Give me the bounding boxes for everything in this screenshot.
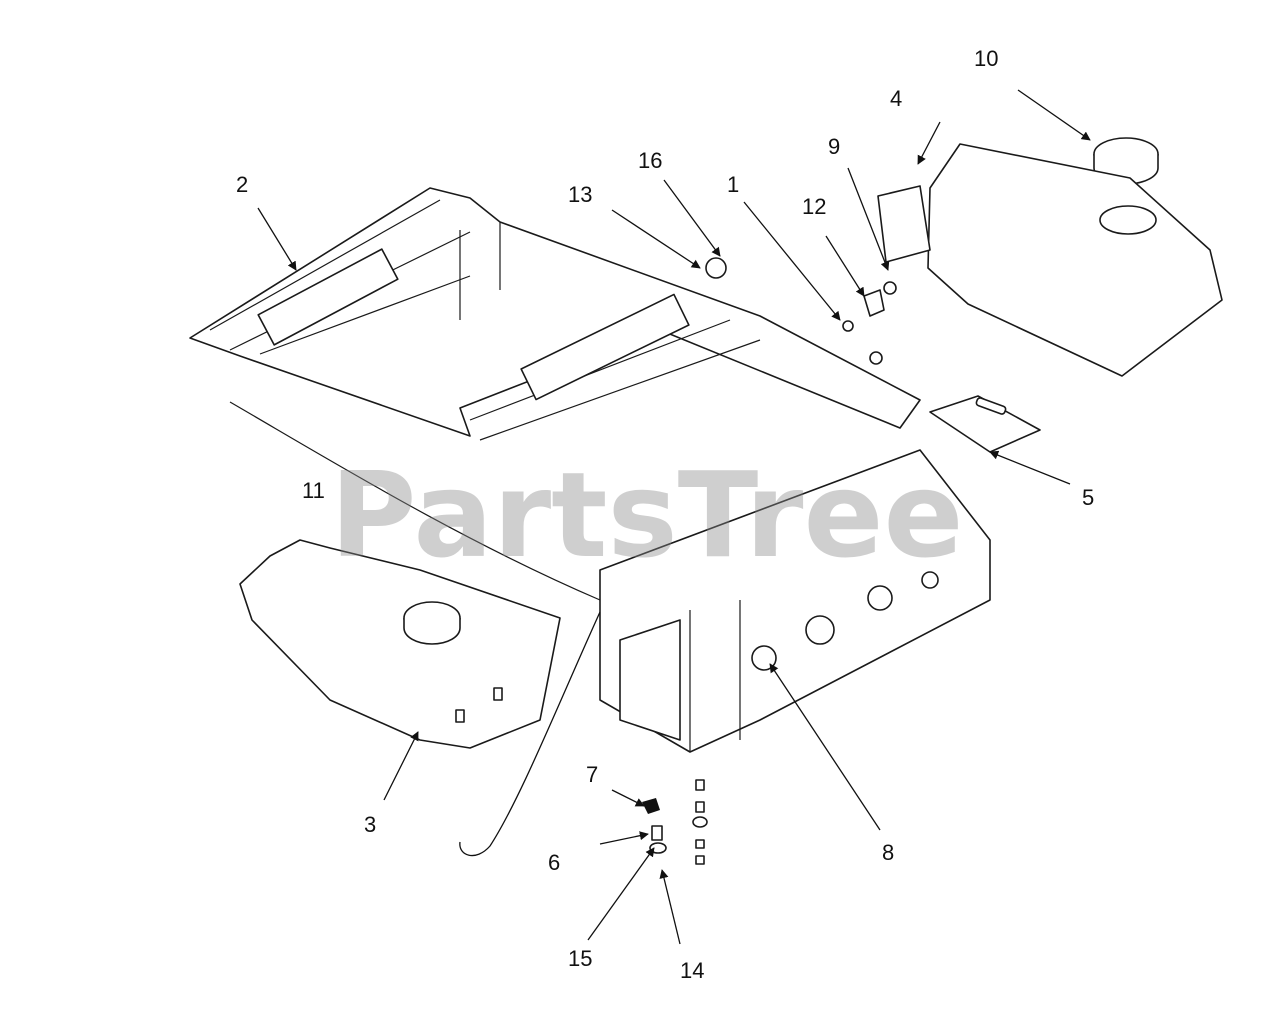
callout-7: 7 bbox=[586, 762, 598, 787]
main-frame-part bbox=[189, 187, 921, 441]
callout-9: 9 bbox=[828, 134, 840, 159]
callout-13: 13 bbox=[568, 182, 592, 207]
chassis-body-part bbox=[599, 449, 991, 753]
callout-14: 14 bbox=[680, 958, 704, 983]
callout-8: 8 bbox=[882, 840, 894, 865]
callout-6: 6 bbox=[548, 850, 560, 875]
callout-12: 12 bbox=[802, 194, 826, 219]
watermark-text: PartsTree bbox=[330, 446, 964, 584]
callout-1: 1 bbox=[727, 172, 739, 197]
callout-15: 15 bbox=[568, 946, 592, 971]
callout-4: 4 bbox=[890, 86, 902, 111]
callout-10: 10 bbox=[974, 46, 998, 71]
right-fuel-tank-part bbox=[877, 143, 1223, 377]
callout-16: 16 bbox=[638, 148, 662, 173]
callout-5: 5 bbox=[1082, 485, 1094, 510]
fuel-line-part bbox=[229, 401, 601, 601]
bracket-plate-part bbox=[929, 395, 1041, 453]
leader-lines bbox=[257, 89, 1091, 945]
callout-3: 3 bbox=[364, 812, 376, 837]
left-fuel-tank-part bbox=[239, 539, 561, 749]
callout-2: 2 bbox=[236, 172, 248, 197]
callout-11: 11 bbox=[302, 478, 325, 503]
small-hardware-parts bbox=[642, 257, 897, 865]
